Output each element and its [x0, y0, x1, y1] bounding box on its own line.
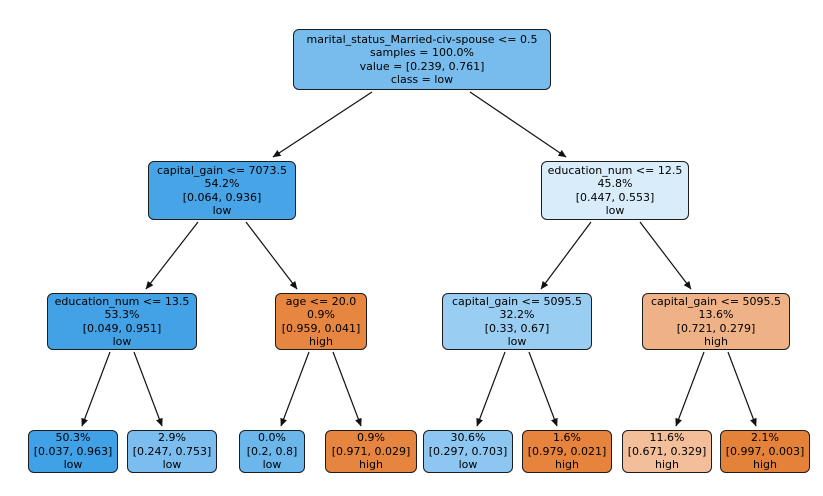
tree-node-capital-gain-7073: capital_gain <= 7073.5 54.2% [0.064, 0.9… [148, 161, 296, 220]
tree-edge [469, 91, 567, 158]
node-condition: capital_gain <= 7073.5 [156, 163, 288, 177]
node-value: [0.959, 0.041] [281, 321, 361, 335]
node-condition: capital_gain <= 5095.5 [650, 294, 782, 308]
node-class: low [63, 458, 83, 472]
node-class: low [262, 458, 282, 472]
node-condition: education_num <= 13.5 [54, 294, 190, 308]
node-value: [0.064, 0.936] [182, 190, 262, 204]
tree-edge [476, 351, 506, 427]
tree-leaf-8: 2.1% [0.997, 0.003] high [720, 430, 810, 473]
node-value: [0.997, 0.003] [725, 444, 805, 458]
node-class: high [359, 458, 383, 472]
node-class: high [655, 458, 679, 472]
node-value: [0.721, 0.279] [676, 321, 756, 335]
tree-edge [280, 351, 310, 427]
node-value: [0.971, 0.029] [331, 444, 411, 458]
node-value: [0.33, 0.67] [484, 321, 550, 335]
node-class: low [458, 458, 478, 472]
node-value: [0.671, 0.329] [627, 444, 707, 458]
node-value: [0.2, 0.8] [246, 444, 298, 458]
tree-leaf-1: 50.3% [0.037, 0.963] low [28, 430, 118, 473]
node-class: high [309, 335, 333, 348]
tree-edge [133, 351, 163, 427]
tree-leaf-6: 1.6% [0.979, 0.021] high [522, 430, 612, 473]
node-samples: 1.6% [553, 431, 581, 445]
tree-node-capital-gain-5095-right: capital_gain <= 5095.5 13.6% [0.721, 0.2… [642, 293, 790, 350]
node-samples: 45.8% [597, 177, 633, 190]
tree-edge [245, 221, 298, 290]
tree-node-education-num-12: education_num <= 12.5 45.8% [0.447, 0.55… [541, 161, 689, 220]
tree-node-education-num-13: education_num <= 13.5 53.3% [0.049, 0.95… [47, 293, 197, 350]
node-condition: marital_status_Married-civ-spouse <= 0.5 [306, 32, 538, 46]
node-samples: 0.9% [307, 308, 335, 321]
node-value: [0.447, 0.553] [575, 190, 655, 204]
node-value: value = [0.239, 0.761] [359, 59, 485, 73]
node-class: low [162, 458, 182, 472]
tree-edge [272, 91, 373, 158]
node-class: high [704, 335, 728, 348]
node-value: [0.049, 0.951] [82, 321, 162, 335]
node-samples: 2.1% [751, 431, 779, 445]
tree-edge [528, 351, 558, 427]
node-samples: 32.2% [499, 308, 535, 321]
node-samples: 11.6% [649, 431, 685, 445]
node-condition: capital_gain <= 5095.5 [451, 294, 583, 308]
tree-edge [145, 221, 199, 290]
node-samples: 2.9% [158, 431, 186, 445]
node-condition: age <= 20.0 [285, 294, 357, 308]
node-value: [0.037, 0.963] [33, 444, 113, 458]
node-value: [0.297, 0.703] [428, 444, 508, 458]
tree-leaf-7: 11.6% [0.671, 0.329] high [622, 430, 712, 473]
node-samples: 54.2% [204, 177, 240, 190]
tree-leaf-4: 0.9% [0.971, 0.029] high [325, 430, 417, 473]
tree-leaf-3: 0.0% [0.2, 0.8] low [239, 430, 305, 473]
tree-edge [639, 221, 692, 290]
node-class: low [605, 204, 625, 217]
tree-edge [727, 351, 757, 427]
node-class: low [112, 335, 132, 348]
tree-edge [81, 351, 111, 427]
node-class: class = low [390, 73, 454, 86]
node-class: low [507, 335, 527, 348]
tree-node-root: marital_status_Married-civ-spouse <= 0.5… [293, 29, 551, 90]
node-class: low [212, 204, 232, 217]
node-samples: 0.0% [258, 431, 286, 445]
node-value: [0.979, 0.021] [527, 444, 607, 458]
node-class: high [753, 458, 777, 472]
node-samples: samples = 100.0% [370, 46, 474, 59]
tree-leaf-5: 30.6% [0.297, 0.703] low [423, 430, 513, 473]
node-value: [0.247, 0.753] [132, 444, 212, 458]
tree-edge [675, 351, 705, 427]
tree-node-age-20: age <= 20.0 0.9% [0.959, 0.041] high [275, 293, 367, 350]
node-samples: 53.3% [104, 308, 140, 321]
node-samples: 30.6% [450, 431, 486, 445]
node-samples: 50.3% [55, 431, 91, 445]
node-condition: education_num <= 12.5 [547, 163, 683, 177]
tree-leaf-2: 2.9% [0.247, 0.753] low [127, 430, 217, 473]
tree-edge [540, 221, 592, 290]
node-samples: 0.9% [357, 431, 385, 445]
node-samples: 13.6% [698, 308, 734, 321]
tree-node-capital-gain-5095-left: capital_gain <= 5095.5 32.2% [0.33, 0.67… [442, 293, 592, 350]
node-class: high [555, 458, 579, 472]
tree-edge [332, 351, 362, 427]
